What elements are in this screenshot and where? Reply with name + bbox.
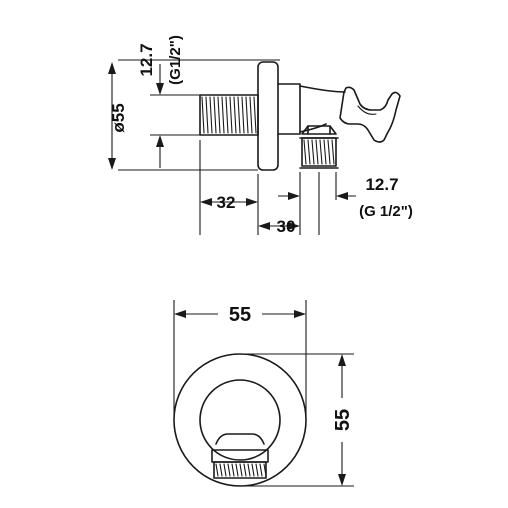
dim-30 (258, 222, 300, 230)
shower-holder (339, 86, 401, 143)
outlet-size-label: 12.7 (365, 175, 398, 194)
front-plate-outer (173, 353, 307, 487)
diameter-dimension (108, 62, 116, 170)
dim-32-label: 32 (217, 193, 236, 212)
diameter-label: ø55 (109, 103, 128, 132)
inlet-size-label: 12.7 (137, 43, 156, 76)
connector-body (277, 83, 346, 169)
outlet-thread-label: (G 1/2") (359, 203, 413, 220)
width-label: 55 (229, 304, 251, 326)
front-outlet (211, 433, 269, 479)
dim-32 (200, 198, 258, 206)
rear-thread (199, 94, 259, 136)
front-view: 55 55 (173, 300, 356, 487)
wall-flange (257, 61, 279, 171)
height-label: 55 (332, 409, 354, 431)
inlet-dimension (156, 64, 164, 168)
inlet-thread-label: (G1/2") (167, 35, 184, 85)
front-plate-inner (199, 379, 281, 461)
dim-30-label: 30 (277, 217, 296, 236)
side-view: ø55 12.7 (G1/2") 32 30 12.7 (G 1/2") (108, 35, 413, 236)
outlet-dimension (278, 192, 356, 200)
